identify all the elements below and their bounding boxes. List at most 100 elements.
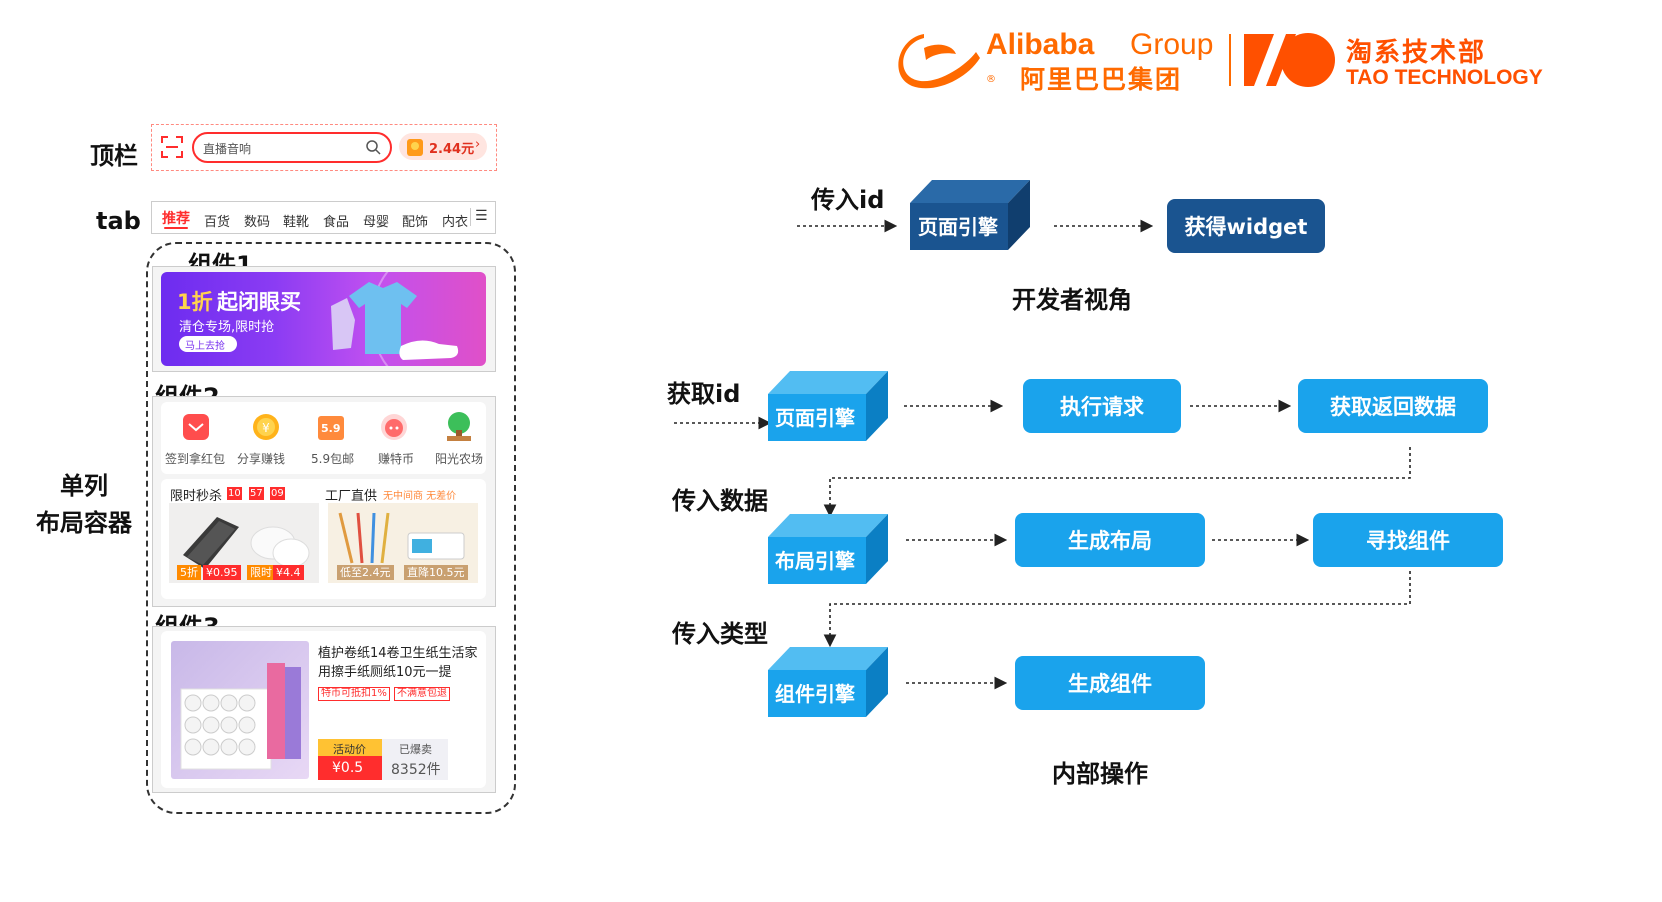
tree-icon[interactable] [443, 410, 475, 444]
product-tag1: 特币可抵扣1% [318, 687, 390, 701]
component-2: 签到拿红包 ¥ 分享赚钱 5.9 5.9包邮 赚特币 阳光农场 限时秒杀 10 … [152, 396, 496, 607]
cube-comp-engine [768, 647, 888, 717]
product-image[interactable] [171, 641, 309, 779]
box-icon[interactable] [316, 412, 346, 442]
label-container-line2: 布局容器 [36, 509, 132, 537]
flash-sale-title: 限时秒杀 [170, 489, 223, 504]
tab-underwear[interactable]: 内衣 [442, 215, 469, 230]
piggy-icon[interactable] [379, 412, 409, 442]
single-column-container [146, 242, 516, 814]
tab-digital[interactable]: 数码 [244, 215, 271, 230]
arrow-find-comp [823, 571, 1411, 648]
int-page-engine-label: 页面引擎 [775, 406, 855, 430]
banner-title-num: 1折 [177, 290, 213, 314]
alibaba-wordmark: Alibaba [986, 28, 1095, 61]
tab-baby[interactable]: 母婴 [363, 215, 390, 230]
search-icon[interactable] [365, 139, 381, 155]
tab-general[interactable]: 百货 [204, 215, 231, 230]
scan-icon[interactable] [160, 135, 184, 159]
dev-caption: 开发者视角 [1012, 286, 1132, 314]
tab-divider [470, 208, 471, 226]
price-label-box: 活动价 [318, 739, 382, 756]
coin-envelope-icon [407, 139, 423, 156]
search-placeholder: 直播音响 [203, 142, 252, 156]
fetch-data-box: 获取返回数据 [1298, 379, 1488, 433]
type-input-label: 传入类型 [672, 620, 768, 648]
svg-text:¥: ¥ [262, 421, 270, 435]
find-comp-label: 寻找组件 [1366, 529, 1450, 553]
label-topbar: 顶栏 [90, 142, 138, 170]
search-input[interactable]: 直播音响 [192, 132, 392, 163]
int-input-label: 获取id [667, 380, 741, 408]
toilet-paper-illustration [180, 663, 301, 770]
banner-button[interactable]: 马上去抢 [179, 336, 237, 352]
tab-accessory[interactable]: 配饰 [402, 215, 429, 230]
tab-shoes[interactable]: 鞋靴 [283, 215, 310, 230]
flash-tag1-price: ¥0.95 [203, 565, 241, 580]
product-card[interactable]: 植护卷纸14卷卫生纸生活家用擦手纸厕纸10元一提 特币可抵扣1% 不满意包退 活… [161, 631, 486, 788]
tab-active-underline [164, 227, 188, 229]
gen-comp-box: 生成组件 [1015, 656, 1205, 710]
icon-label-farm: 阳光农场 [435, 452, 484, 466]
tab-bar: 推荐 百货 数码 鞋靴 食品 母婴 配饰 内衣 ☰ [151, 201, 496, 234]
label-tab: tab [96, 207, 141, 235]
fetch-data-label: 获取返回数据 [1330, 395, 1456, 419]
phone-slippers-illustration [183, 517, 310, 569]
timer-hours: 10 [227, 487, 242, 500]
price-value: ¥0.5 [332, 760, 364, 776]
banner-button-label: 马上去抢 [185, 341, 225, 352]
timer-seconds: 09 [270, 487, 285, 500]
execute-request-label: 执行请求 [1060, 395, 1144, 419]
lanyards-box-illustration [338, 512, 465, 564]
flash-tag2-price: ¥4.4 [273, 565, 304, 580]
comp-engine-label: 组件引擎 [775, 682, 855, 706]
red-envelope-icon[interactable] [181, 412, 211, 442]
top-bar: 直播音响 2.44元 › [151, 124, 497, 171]
banner-title: 起闭眼买 [217, 290, 301, 314]
factory-subtitle: 无中间商 无差价 [383, 491, 457, 502]
coin-amount: 2.44元 [429, 142, 475, 157]
price-box: ¥0.5 [318, 756, 382, 780]
sold-count: 8352件 [391, 762, 441, 778]
tab-food[interactable]: 食品 [323, 215, 350, 230]
get-widget-box: 获得widget [1167, 199, 1325, 253]
gold-coin-icon[interactable]: ¥ [251, 412, 281, 442]
banner-subtitle: 清仓专场,限时抢 [179, 320, 275, 335]
factory-title: 工厂直供 [325, 489, 378, 504]
registered-mark: ® [986, 74, 996, 85]
flash-tag1-prefix: 5折 [177, 565, 201, 580]
layout-engine-label: 布局引擎 [775, 549, 855, 573]
execute-request-box: 执行请求 [1023, 379, 1181, 433]
chevron-right-icon: › [475, 137, 481, 152]
deal-cards: 限时秒杀 10 57 09 5折 ¥0.95 限时 ¥4.4 工厂直供 无中间商… [161, 479, 486, 599]
data-input-label: 传入数据 [672, 487, 768, 515]
factory-tag2: 直降10.5元 [404, 565, 468, 580]
arrow-fetch-layout [823, 447, 1411, 518]
alibaba-group-word: Group [1130, 28, 1214, 61]
component-3: 植护卷纸14卷卫生纸生活家用擦手纸厕纸10元一提 特币可抵扣1% 不满意包退 活… [152, 626, 496, 793]
sold-label: 已爆卖 [399, 743, 432, 756]
dev-input-label: 传入id [811, 186, 885, 214]
tshirt-shoe-illustration [331, 282, 459, 360]
sold-box: 已爆卖 8352件 [382, 739, 448, 780]
logo-divider [1229, 34, 1231, 86]
cube-layout-engine [768, 514, 888, 584]
component-1: 1折 起闭眼买 清仓专场,限时抢 马上去抢 [152, 266, 496, 372]
promo-banner[interactable]: 1折 起闭眼买 清仓专场,限时抢 马上去抢 [161, 272, 486, 366]
alibaba-cn-name: 阿里巴巴集团 [1020, 65, 1183, 94]
factory-tag1: 低至2.4元 [337, 565, 394, 580]
product-title[interactable]: 植护卷纸14卷卫生纸生活家用擦手纸厕纸10元一提 [318, 646, 478, 680]
label-container-line1: 单列 [60, 472, 108, 500]
gen-layout-box: 生成布局 [1015, 513, 1205, 567]
timer-minutes: 57 [249, 487, 264, 500]
alibaba-smile-icon [898, 34, 980, 89]
tao-cn-name: 淘系技术部 [1346, 38, 1487, 68]
find-comp-box: 寻找组件 [1313, 513, 1503, 567]
box-badge: 5.9 [321, 422, 341, 435]
cube-int-page-engine [768, 371, 888, 441]
menu-icon[interactable]: ☰ [475, 208, 488, 224]
coin-badge[interactable]: 2.44元 › [399, 133, 487, 160]
cube-dev-page-engine [910, 180, 1030, 250]
tab-recommend[interactable]: 推荐 [162, 211, 190, 227]
internal-caption: 内部操作 [1052, 760, 1148, 788]
